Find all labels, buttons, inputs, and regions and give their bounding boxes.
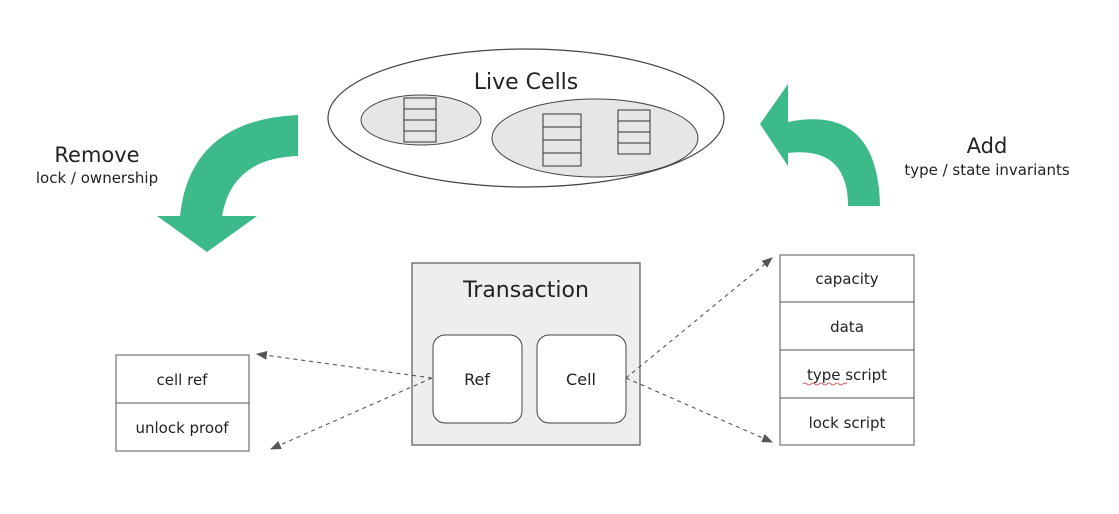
input-field-unlock-proof: unlock proof [135, 419, 229, 437]
cell-stack-right [617, 109, 651, 155]
input-table: cell ref unlock proof [115, 354, 250, 452]
cell-label: Cell [566, 370, 596, 389]
cell-group-right [491, 98, 699, 178]
remove-arrow-icon [157, 115, 298, 252]
add-label: Add [967, 134, 1008, 158]
output-table: capacity data type script lock script [779, 254, 915, 446]
output-field-lock-script: lock script [809, 414, 886, 432]
cell-stack-middle [542, 113, 582, 167]
output-field-data: data [830, 318, 864, 336]
cell-to-lock-script-arrow [625, 377, 774, 443]
cell-to-capacity-arrow [625, 257, 773, 379]
ref-box [432, 334, 523, 424]
remove-sublabel: lock / ownership [36, 169, 158, 187]
add-arrow-icon [760, 84, 880, 206]
add-sublabel: type / state invariants [904, 161, 1070, 179]
live-cells-title: Live Cells [474, 70, 579, 95]
output-field-type-script: type script [807, 366, 887, 384]
dashed-connectors [255, 257, 774, 450]
ref-to-cell-ref-arrow [255, 350, 433, 379]
spellcheck-squiggle [802, 382, 848, 386]
cell-box [536, 334, 627, 424]
input-field-cell-ref: cell ref [157, 371, 209, 389]
ref-label: Ref [464, 370, 490, 389]
ref-to-unlock-proof-arrow [269, 377, 433, 450]
output-field-capacity: capacity [815, 270, 878, 288]
transaction-title: Transaction [462, 278, 589, 303]
remove-label: Remove [54, 143, 139, 167]
cell-stack-left [403, 97, 437, 143]
